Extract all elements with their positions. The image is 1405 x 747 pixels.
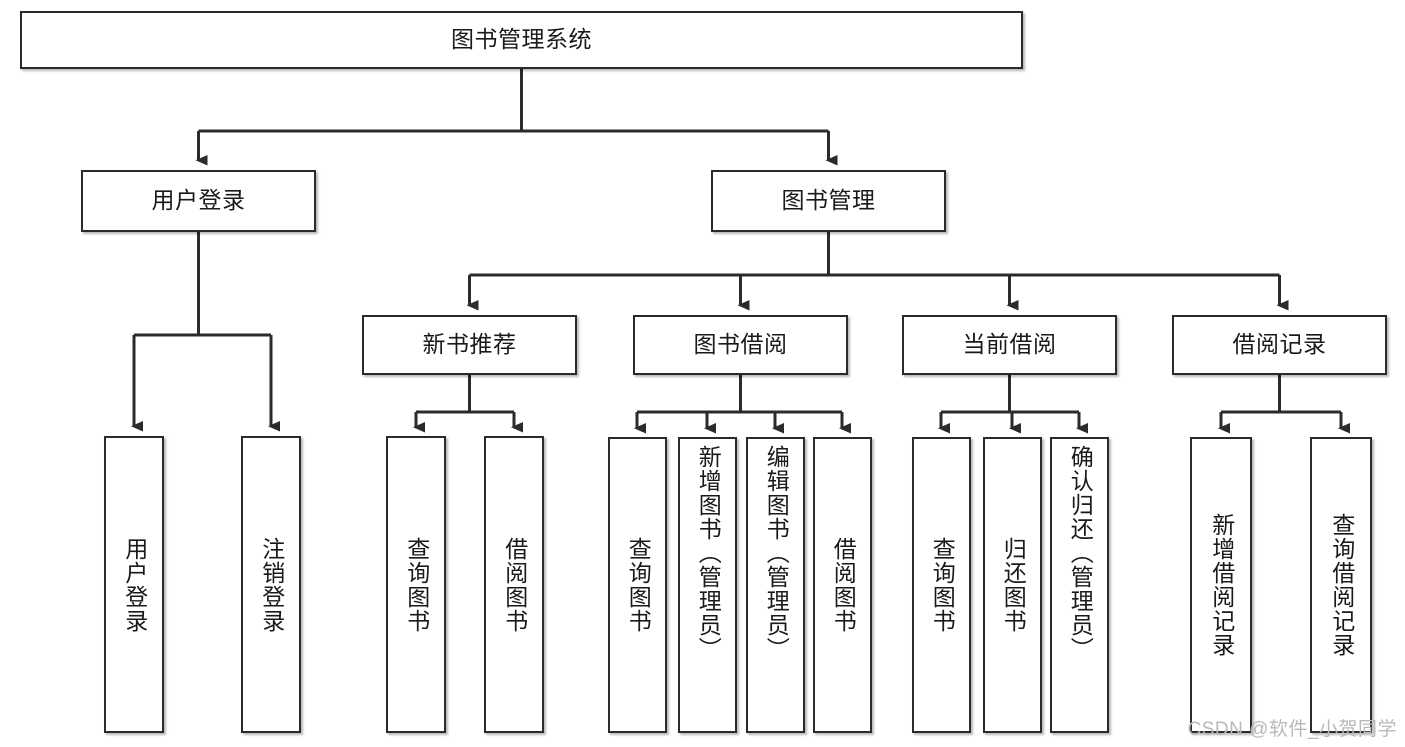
leaf-node-label: 归还图书 [1000, 537, 1027, 633]
node-user-login-label: 用户登录 [151, 187, 246, 214]
leaf-node-label: 新增图书（管理员） [695, 445, 722, 661]
node-book-borrow[interactable]: 图书借阅 [633, 315, 848, 375]
leaf-node[interactable]: 借阅图书 [813, 437, 872, 733]
node-root-system[interactable]: 图书管理系统 [20, 11, 1023, 69]
leaf-node[interactable]: 编辑图书（管理员） [746, 437, 805, 733]
leaf-node[interactable]: 查询借阅记录 [1310, 437, 1372, 733]
node-new-book-recommend[interactable]: 新书推荐 [362, 315, 577, 375]
edge-group-book-management [466, 232, 1289, 311]
leaf-node-label: 查询图书 [403, 536, 430, 633]
node-user-login[interactable]: 用户登录 [81, 170, 316, 232]
leaf-node-label: 新增借阅记录 [1208, 513, 1235, 657]
leaf-node[interactable]: 查询图书 [386, 436, 446, 733]
node-borrow-record[interactable]: 借阅记录 [1172, 315, 1387, 375]
leaf-node[interactable]: 新增图书（管理员） [678, 437, 737, 733]
leaf-node-label: 用户登录 [121, 536, 148, 633]
node-book-borrow-label: 图书借阅 [693, 331, 788, 358]
edge-group-borrow-record [1218, 375, 1350, 434]
leaf-node-label: 借阅图书 [830, 537, 857, 633]
leaf-node[interactable]: 注销登录 [241, 436, 301, 733]
edge-group-current-borrow [938, 375, 1088, 434]
node-root-label: 图书管理系统 [451, 26, 592, 53]
leaf-node[interactable]: 用户登录 [104, 436, 164, 733]
edge-group-root [195, 69, 838, 166]
leaf-node[interactable]: 确认归还（管理员） [1050, 437, 1109, 733]
node-new-book-recommend-label: 新书推荐 [422, 331, 517, 358]
node-book-management[interactable]: 图书管理 [711, 170, 946, 232]
node-current-borrow[interactable]: 当前借阅 [902, 315, 1117, 375]
leaf-node-label: 编辑图书（管理员） [763, 445, 790, 661]
leaf-node-label: 查询图书 [929, 537, 956, 633]
leaf-node[interactable]: 新增借阅记录 [1190, 437, 1252, 733]
csdn-watermark: CSDN @软件_小贺同学 [1187, 719, 1397, 740]
leaf-node-label: 注销登录 [258, 536, 285, 633]
leaf-node[interactable]: 借阅图书 [484, 436, 544, 733]
leaf-node[interactable]: 查询图书 [912, 437, 971, 733]
leaf-node-label: 借阅图书 [501, 536, 528, 633]
leaf-node-label: 确认归还（管理员） [1067, 445, 1094, 661]
edge-group-new-book [413, 375, 523, 433]
edge-group-user-login [131, 232, 280, 432]
leaf-node-label: 查询图书 [625, 537, 652, 633]
leaf-node[interactable]: 归还图书 [983, 437, 1042, 733]
leaf-node-label: 查询借阅记录 [1328, 513, 1355, 657]
node-current-borrow-label: 当前借阅 [962, 331, 1057, 358]
edge-group-borrow [634, 375, 851, 434]
node-borrow-record-label: 借阅记录 [1232, 331, 1327, 358]
leaf-node[interactable]: 查询图书 [608, 437, 667, 733]
node-book-management-label: 图书管理 [781, 187, 876, 214]
